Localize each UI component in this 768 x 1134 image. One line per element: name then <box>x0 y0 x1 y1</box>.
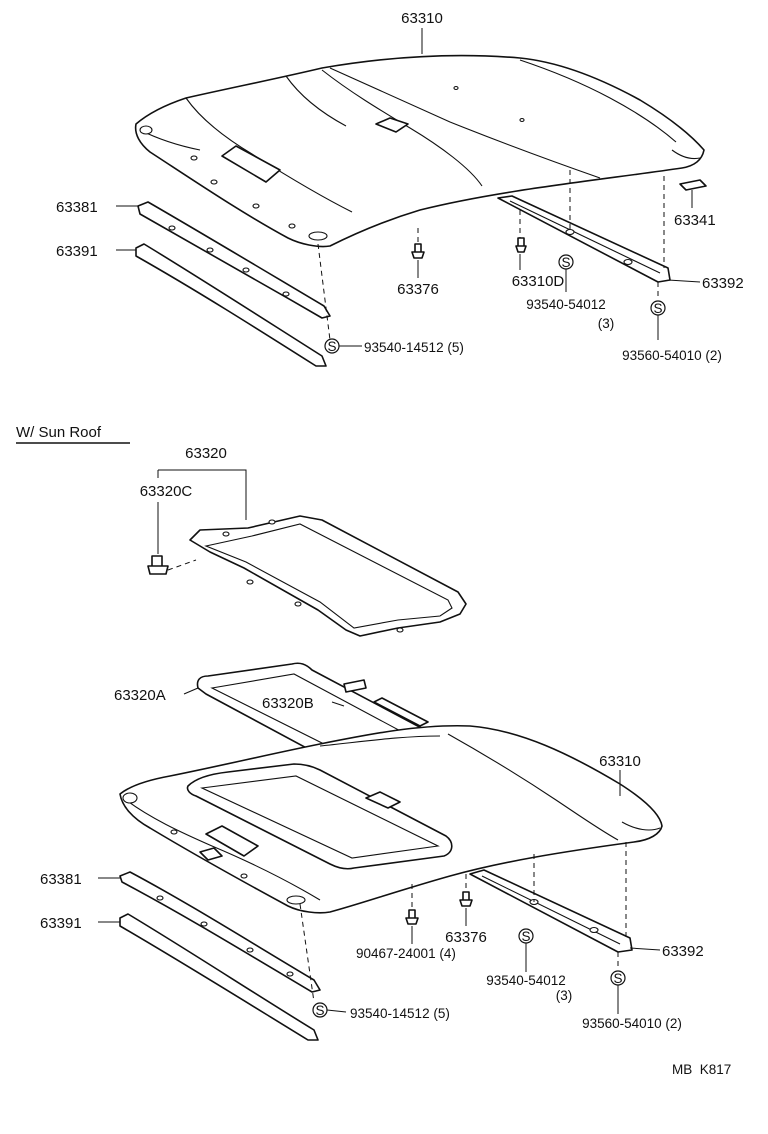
headlining-part <box>134 54 705 248</box>
trim-frame-label: 63320 <box>185 445 227 462</box>
clip-d-part <box>515 237 527 253</box>
svg-text:S: S <box>327 339 336 354</box>
svg-text:S: S <box>315 1003 324 1018</box>
diagram-code: MB K817 <box>672 1062 731 1077</box>
pad-label: 63341 <box>674 212 716 229</box>
screw-a-label: 93540-14512 (5) <box>364 340 464 355</box>
screw-b-qty: (3) <box>598 316 615 331</box>
screw-c-label: 93560-54010 (2) <box>622 348 722 363</box>
sunroof-rear-rail-part <box>469 869 633 953</box>
screw-b-label: 93540-54012 <box>526 297 606 312</box>
visor-holder-b-part <box>135 243 327 367</box>
stop-label: 63320B <box>262 695 314 712</box>
weatherstrip-label: 63320A <box>114 687 166 704</box>
sunroof-screw-a-label: 93540-14512 (5) <box>350 1006 450 1021</box>
sunroof-screw-b-qty: (3) <box>556 988 573 1003</box>
visor-holder-b-label: 63391 <box>56 243 98 260</box>
sunroof-assembly: W/ Sun Roof <box>16 424 704 1041</box>
svg-text:S: S <box>521 929 530 944</box>
headlining-label: 63310 <box>401 10 443 27</box>
visor-holder-a-part <box>137 201 331 319</box>
trim-frame-part <box>189 515 467 637</box>
screw-symbol-a: S <box>324 338 340 354</box>
sunroof-visor-holder-b-part <box>119 913 319 1041</box>
trim-clip-label: 63320C <box>140 483 193 500</box>
sunroof-visor-holder-a-label: 63381 <box>40 871 82 888</box>
svg-text:S: S <box>561 255 570 270</box>
sunroof-heading: W/ Sun Roof <box>16 424 102 441</box>
visor-holder-a-label: 63381 <box>56 199 98 216</box>
sunroof-screw-symbol-c: S <box>610 970 626 986</box>
screw-symbol-b: S <box>558 254 574 270</box>
clip-d-label: 63310D <box>512 273 565 290</box>
sunroof-screw-symbol-a: S <box>312 1002 328 1018</box>
sunroof-screw-b-label: 93540-54012 <box>486 973 566 988</box>
trim-clip-part <box>147 555 169 575</box>
svg-text:S: S <box>613 971 622 986</box>
rail-label: 63392 <box>702 275 744 292</box>
sunroof-headlining-part <box>119 724 663 914</box>
sunroof-screw-c-label: 93560-54010 (2) <box>582 1016 682 1031</box>
sunroof-clip-b-part <box>405 909 419 925</box>
sunroof-clip-b-label: 90467-24001 (4) <box>356 946 456 961</box>
sunroof-clip-label: 63376 <box>445 929 487 946</box>
sunroof-visor-holder-b-label: 63391 <box>40 915 82 932</box>
rear-rail-part <box>497 195 671 283</box>
svg-text:S: S <box>653 301 662 316</box>
screw-symbol-c: S <box>650 300 666 316</box>
sunroof-clip-part <box>459 891 473 907</box>
pad-part <box>679 179 707 191</box>
clip-part <box>411 243 425 259</box>
clip-label: 63376 <box>397 281 439 298</box>
sunroof-visor-holder-a-part <box>119 871 321 993</box>
sunroof-screw-symbol-b: S <box>518 928 534 944</box>
sunroof-headlining-label: 63310 <box>599 753 641 770</box>
sunroof-rail-label: 63392 <box>662 943 704 960</box>
top-assembly: S S S 63310 63381 63391 63376 63310D 633… <box>56 10 744 367</box>
